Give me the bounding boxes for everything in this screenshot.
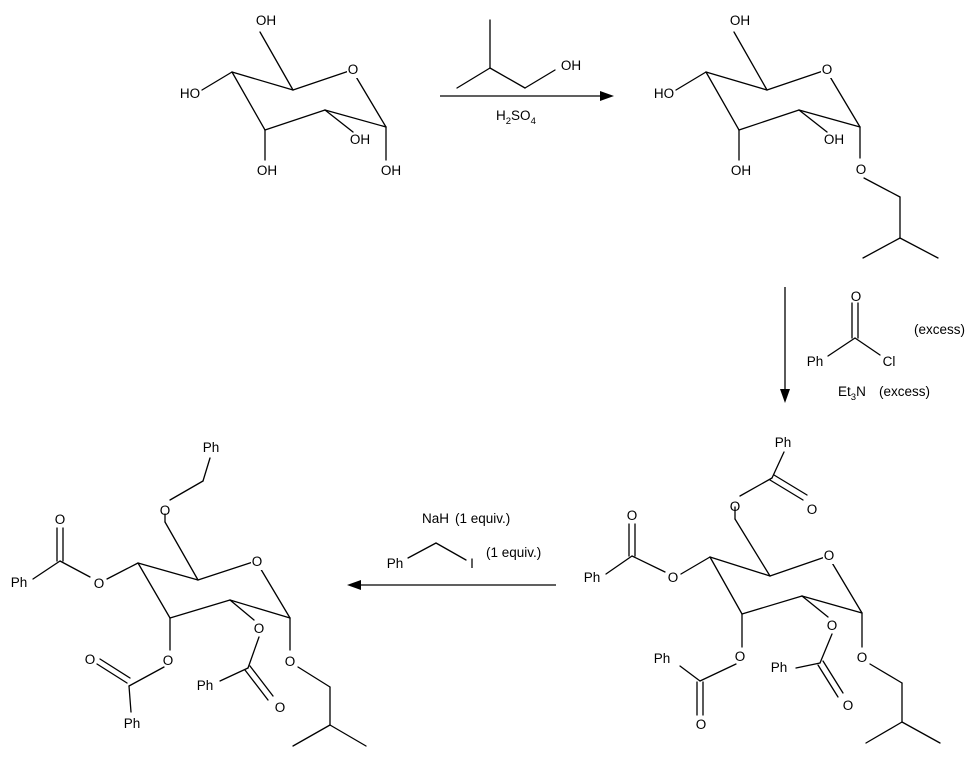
reagent-triethylamine: Et3N (excess) (838, 384, 930, 403)
sodium-hydride-equiv: (1 equiv.) (455, 511, 510, 526)
m3-c3-benzoyl-phenyl: Ph (654, 651, 671, 666)
reagent-benzyl-iodide: Ph I (1 equiv.) (387, 542, 541, 571)
benzoyl-carbonyl-oxygen: O (851, 289, 862, 304)
benzyl-iodide-phenyl: Ph (387, 556, 404, 571)
molecule-2-bonds (675, 31, 939, 259)
m3-ring-oxygen: O (824, 548, 835, 563)
reagent-sodium-hydride: NaH (1 equiv.) (422, 511, 510, 526)
triethylamine-formula: Et3N (838, 384, 866, 403)
molecule-4-bonds (32, 457, 367, 747)
m3-c2-ester-oxygen: O (827, 618, 838, 633)
m4-benzyl-phenyl: Ph (203, 440, 220, 455)
benzoyl-chloride-cl: Cl (883, 354, 896, 369)
m2-c3-hydroxyl: OH (731, 163, 751, 178)
m2-glycosidic-oxygen: O (856, 162, 867, 177)
molecule-1-bonds (201, 31, 387, 161)
m3-c2-benzoyl-phenyl: Ph (771, 660, 788, 675)
m3-c4-benzoyl-phenyl: Ph (584, 570, 601, 585)
molecule-1-pyranose: OH HO O OH OH OH (180, 13, 401, 178)
m4-c3-carbonyl-oxygen: O (85, 652, 96, 667)
m1-c1-hydroxyl: OH (381, 163, 401, 178)
m4-ring-oxygen: O (252, 554, 263, 569)
m4-c2-carbonyl-oxygen: O (275, 700, 286, 715)
arrow-step-3 (347, 580, 556, 590)
m4-c4-ester-oxygen: O (94, 576, 105, 591)
reagent-benzoyl-chloride: O Ph Cl (excess) (807, 289, 965, 369)
m4-c3-ester-oxygen: O (163, 653, 174, 668)
molecule-1-atom-labels: OH HO O OH OH OH (180, 13, 401, 178)
m2-c4-hydroxyl: HO (654, 86, 674, 101)
m4-c2-ester-oxygen: O (254, 621, 265, 636)
m3-c6-ester-oxygen: O (730, 499, 741, 514)
m4-glycosidic-oxygen: O (285, 654, 296, 669)
m4-ring-o-bg (251, 552, 263, 570)
benzyl-iodide-iodine: I (470, 556, 474, 571)
molecule-2-atom-labels: OH HO O OH OH O (654, 13, 866, 178)
m3-ring-o-bg (823, 546, 835, 564)
m1-ring-oxygen: O (348, 62, 359, 77)
m2-ring-oxygen: O (822, 62, 833, 77)
m1-c3-hydroxyl: OH (257, 163, 277, 178)
m3-c6-benzoyl-phenyl: Ph (775, 435, 792, 450)
m3-c6-carbonyl-oxygen: O (807, 502, 818, 517)
arrow-step-2 (780, 287, 790, 403)
m3-c3-ester-oxygen: O (735, 649, 746, 664)
m3-c4-carbonyl-oxygen: O (627, 508, 638, 523)
molecule-3-tetrabenzoate: Ph O O O Ph O O O O O Ph Ph O O (584, 435, 941, 744)
m4-c3-benzoyl-phenyl: Ph (124, 716, 141, 731)
triethylamine-excess: (excess) (879, 384, 930, 399)
isobutanol-hydroxyl: OH (561, 58, 581, 73)
molecule-4-atom-labels: Ph O O Ph O O O O O O Ph O Ph (11, 440, 296, 731)
m4-c4-benzoyl-phenyl: Ph (11, 575, 28, 590)
benzoyl-chloride-excess: (excess) (914, 322, 965, 337)
molecule-4-benzyl-ether-tribenzoate: Ph O O Ph O O O O O O Ph O Ph (11, 440, 367, 747)
sodium-hydride-label: NaH (422, 511, 449, 526)
m1-ring-o-bg (347, 60, 359, 78)
m4-c6-ether-oxygen: O (160, 503, 171, 518)
molecule-3-atom-labels: Ph O O O Ph O O O O O Ph Ph O O (584, 435, 868, 732)
reagent-sulfuric-acid: H2SO4 (496, 108, 536, 127)
m4-c2-benzoyl-phenyl: Ph (197, 678, 214, 693)
molecule-2-isobutyl-glycoside: OH HO O OH OH O (654, 13, 939, 259)
m1-c2-hydroxyl: OH (350, 132, 370, 147)
m1-c6-hydroxyl: OH (256, 13, 276, 28)
m3-glycosidic-oxygen: O (857, 650, 868, 665)
molecule-3-bonds (605, 451, 941, 744)
benzyl-iodide-equiv: (1 equiv.) (486, 545, 541, 560)
sulfuric-acid-formula: H2SO4 (496, 108, 536, 127)
m2-ring-o-bg (821, 60, 833, 78)
benzoyl-phenyl: Ph (807, 354, 824, 369)
m3-c4-ester-oxygen: O (668, 570, 679, 585)
m2-c2-hydroxyl: OH (824, 132, 844, 147)
reagent-isobutanol: OH (456, 19, 581, 89)
m4-c4-carbonyl-oxygen: O (55, 512, 66, 527)
m3-c2-carbonyl-oxygen: O (843, 698, 854, 713)
m2-c6-hydroxyl: OH (730, 13, 750, 28)
arrow-step-1 (440, 91, 614, 101)
m3-c3-carbonyl-oxygen: O (696, 717, 707, 732)
m1-c4-hydroxyl: HO (180, 86, 200, 101)
